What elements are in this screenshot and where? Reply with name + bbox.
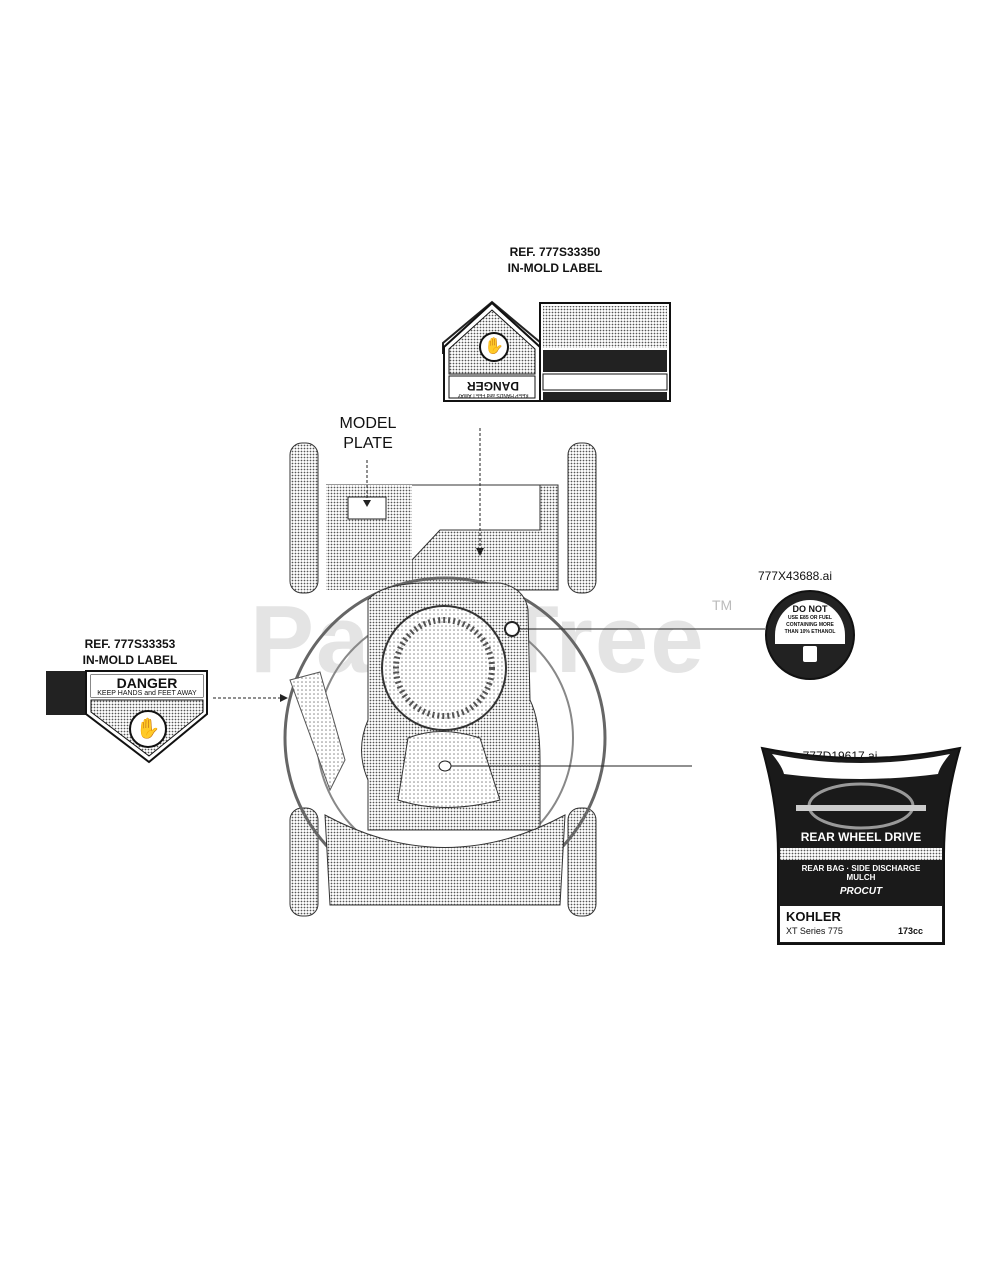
- danger-left-title: DANGER: [91, 675, 203, 691]
- danger-top-title: DANGER: [467, 379, 520, 393]
- danger-top-sub: KEEP HANDS and FEET AWAY: [457, 392, 529, 398]
- front-bumper: [324, 814, 566, 906]
- rear-right-wheel: [567, 442, 597, 594]
- decal-options-1: REAR BAG · SIDE DISCHARGE: [801, 864, 921, 873]
- front-left-wheel: [289, 807, 319, 917]
- rear-left-wheel: [289, 442, 319, 594]
- fuel-pump-icon: [803, 646, 817, 662]
- label-777S33350: DANGER KEEP HANDS and FEET AWAY ✋: [443, 302, 671, 402]
- model-decal-art: [760, 746, 962, 945]
- model-plate-label-1: MODEL: [339, 415, 397, 432]
- deck-label-area: [289, 671, 346, 792]
- front-right-wheel: [567, 807, 597, 917]
- danger-label-top: [443, 300, 540, 350]
- fuel-sticker-line3: CONTAINING MORE: [786, 622, 834, 628]
- decal-options-2: MULCH: [846, 873, 876, 882]
- danger-left-sub: KEEP HANDS and FEET AWAY: [91, 690, 203, 697]
- decal-engine-series: XT Series 775: [786, 926, 843, 936]
- model-decal: REAR WHEEL DRIVE REAR BAG · SIDE DISCHAR…: [758, 744, 964, 950]
- watermark-trademark: TM: [712, 597, 733, 613]
- decal-displacement: 173cc: [898, 926, 924, 936]
- decal-series-brand: PROCUT: [839, 886, 883, 897]
- hand-icon-left: ✋: [129, 710, 167, 748]
- hand-icon-top: ✋: [479, 332, 509, 362]
- label-777S33353: DANGER KEEP HANDS and FEET AWAY ✋: [45, 670, 209, 764]
- fuel-cap: [504, 621, 520, 637]
- fuel-label-id: 777X43688.ai: [757, 569, 833, 583]
- fuel-sticker-line2: USE E85 OR FUEL: [788, 615, 832, 621]
- engine-flywheel: [381, 605, 507, 731]
- ref-left-label: REF. 777S33353: [84, 637, 176, 651]
- fuel-sticker: DO NOT USE E85 OR FUEL CONTAINING MORE T…: [765, 590, 855, 680]
- decal-drive: REAR WHEEL DRIVE: [800, 830, 922, 844]
- decal-engine-brand: KOHLER: [786, 909, 841, 924]
- fuel-sticker-line1: DO NOT: [792, 604, 828, 614]
- ref-top-label: REF. 777S33350: [509, 245, 601, 259]
- ref-top-sublabel: IN-MOLD LABEL: [507, 261, 603, 275]
- model-plate-label-2: PLATE: [343, 435, 393, 452]
- ref-left-sublabel: IN-MOLD LABEL: [82, 653, 178, 667]
- engine-label-spot: [438, 760, 452, 772]
- fuel-sticker-line4: THAN 10% ETHANOL: [784, 629, 836, 635]
